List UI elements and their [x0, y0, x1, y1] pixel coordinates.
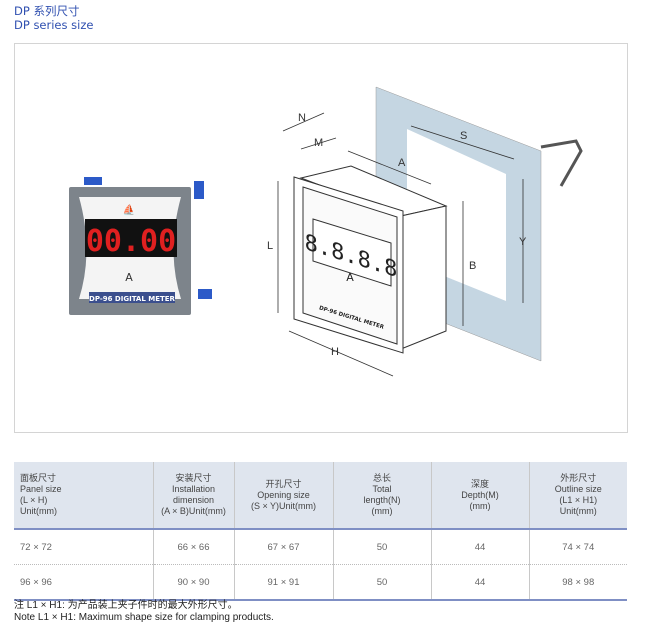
cell: 50 [333, 529, 432, 565]
note-en: Note L1 × H1: Maximum shape size for cla… [14, 612, 274, 623]
cell: 90 × 90 [153, 564, 235, 601]
clamp-icon [540, 139, 583, 187]
dim-y: Y [519, 236, 527, 248]
cell: 66 × 66 [153, 529, 235, 565]
figure-svg: 00.00 A DP-96 DIGITAL METER ⛵ 8.8.8.8 A … [69, 86, 583, 377]
photo-unit: A [125, 271, 133, 284]
dimension-figure: 00.00 A DP-96 DIGITAL METER ⛵ 8.8.8.8 A … [14, 43, 628, 433]
dim-n: N [298, 112, 306, 124]
dim-h: H [331, 346, 339, 358]
title-cn: DP 系列尺寸 [14, 4, 80, 18]
title-en: DP series size [14, 18, 94, 32]
cell: 44 [431, 564, 530, 601]
cell: 98 × 98 [529, 564, 627, 601]
photo-display: 00.00 [86, 224, 176, 259]
cell: 72 × 72 [14, 529, 154, 565]
photo-label: DP-96 DIGITAL METER [89, 295, 176, 303]
dimension-lines [277, 112, 524, 377]
dim-b: B [469, 260, 476, 272]
meter-photo: 00.00 A DP-96 DIGITAL METER ⛵ [69, 177, 212, 315]
drawing-unit: A [346, 271, 354, 284]
meter-drawing: 8.8.8.8 A DP-96 DIGITAL METER [293, 165, 448, 354]
cell: 67 × 67 [234, 529, 334, 565]
note-cn: 注 L1 × H1: 为产品装上夹子件时的最大外形尺寸。 [14, 600, 238, 611]
cell: 96 × 96 [14, 564, 154, 601]
cell: 44 [431, 529, 530, 565]
dim-a: A [398, 157, 406, 169]
logo-icon: ⛵ [123, 203, 135, 216]
dim-m: M [314, 137, 323, 149]
dim-l: L [267, 240, 273, 252]
dim-s: S [460, 130, 467, 142]
cell: 74 × 74 [529, 529, 627, 565]
cell: 50 [333, 564, 432, 601]
cell: 91 × 91 [234, 564, 334, 601]
